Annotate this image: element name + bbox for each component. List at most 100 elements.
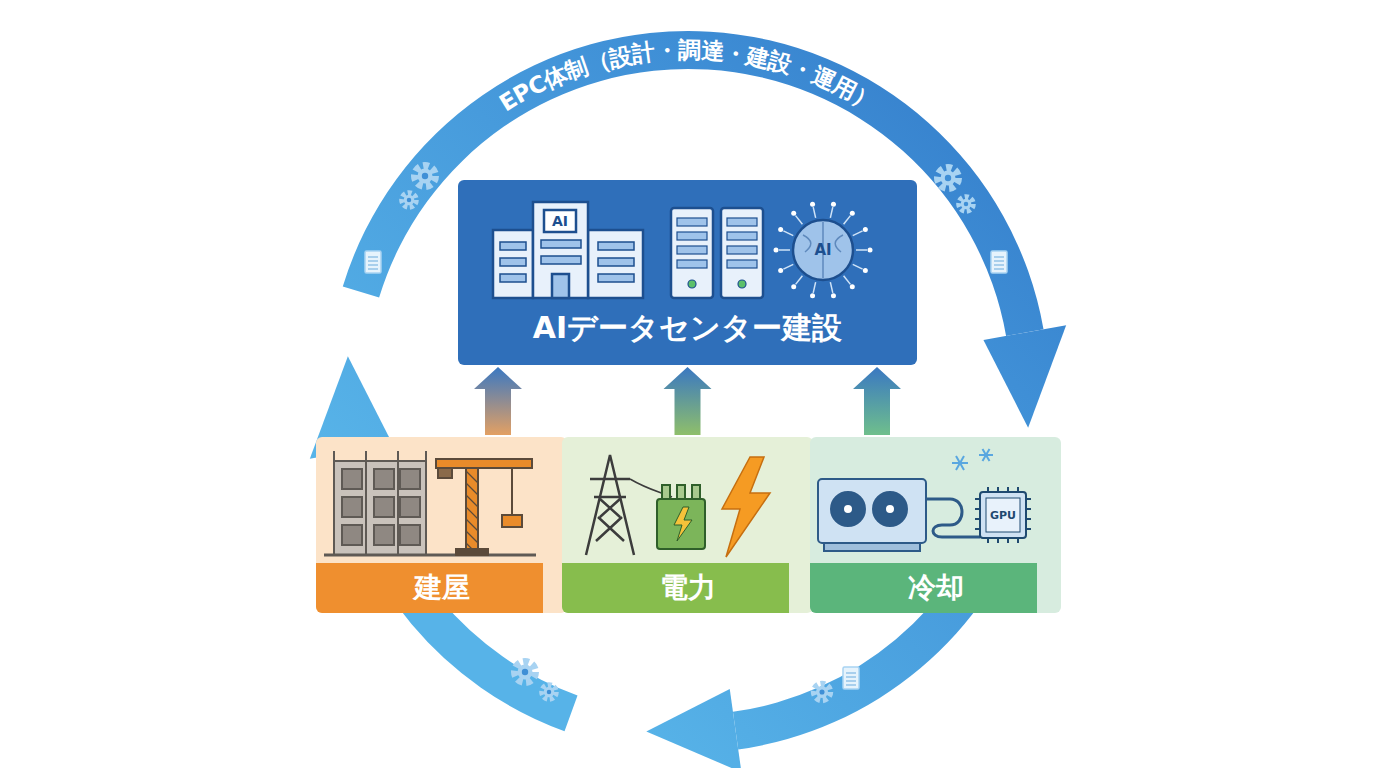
drawing-part xyxy=(964,202,968,206)
gear-icon xyxy=(515,662,535,682)
lightning-icon xyxy=(722,457,770,557)
drawing-part xyxy=(436,459,532,468)
gear-icon xyxy=(402,193,416,207)
drawing-part xyxy=(533,202,588,298)
drawing-part xyxy=(727,246,757,254)
drawing-part xyxy=(677,246,707,254)
drawing-part xyxy=(466,495,478,507)
drawing-part xyxy=(994,264,1004,265)
drawing-part xyxy=(983,449,990,461)
flow-arrow xyxy=(474,367,522,435)
component-box: 電力 xyxy=(562,437,813,613)
drawing-part xyxy=(956,456,964,470)
drawing-part xyxy=(941,171,956,186)
drawing-part xyxy=(853,264,863,269)
icon-label: AI xyxy=(814,243,831,258)
drawing-part xyxy=(502,515,522,527)
component-box: 冷却GPU xyxy=(810,437,1061,613)
drawing-part xyxy=(843,667,859,689)
drawing-part xyxy=(333,451,335,555)
drawing-part xyxy=(598,242,634,250)
drawing-part xyxy=(986,498,1020,532)
chiller-icon xyxy=(818,479,926,551)
node-title: 電力 xyxy=(562,563,813,613)
drawing-part xyxy=(778,227,783,232)
drawing-part xyxy=(342,525,362,545)
drawing-part xyxy=(324,554,536,557)
drawing-part xyxy=(500,242,526,250)
drawing-part xyxy=(500,258,526,266)
drawing-part xyxy=(853,231,863,236)
drawing-part xyxy=(791,284,796,289)
drawing-part xyxy=(456,549,488,555)
document-icon xyxy=(991,251,1007,273)
drawing-part xyxy=(368,268,378,269)
drawing-part xyxy=(824,543,920,551)
server-rack-icon xyxy=(671,208,713,298)
main-box: AIデータセンター建設 AI AI xyxy=(458,180,917,365)
drawing-part xyxy=(515,662,535,682)
drawing-part xyxy=(994,260,1004,261)
drawing-part xyxy=(598,258,634,266)
drawing-part xyxy=(466,507,478,519)
drawing-part xyxy=(796,216,803,225)
drawing-part xyxy=(400,469,420,489)
drawing-part xyxy=(334,461,426,555)
drawing-part xyxy=(586,455,634,555)
drawing-part xyxy=(598,274,634,282)
drawing-part xyxy=(803,222,843,278)
building-icon xyxy=(493,202,643,298)
drawing-part xyxy=(980,492,1026,538)
drawing-part xyxy=(404,195,415,206)
drawing-part xyxy=(466,471,478,483)
drawing-part xyxy=(945,175,951,181)
drawing-part xyxy=(813,282,815,293)
drawing-part xyxy=(783,231,793,236)
drawing-part xyxy=(844,276,851,285)
drawing-part xyxy=(657,499,705,549)
transformer-icon xyxy=(657,485,705,549)
drawing-part xyxy=(374,469,394,489)
snowflake-icon xyxy=(952,456,968,470)
drawing-part xyxy=(961,199,972,210)
drawing-part xyxy=(692,485,700,499)
drawing-part xyxy=(994,268,1004,269)
flow-arrow xyxy=(664,367,712,435)
drawing-part xyxy=(863,227,868,232)
drawing-part xyxy=(365,451,367,555)
drawing-part xyxy=(831,492,865,526)
drawing-part xyxy=(588,230,643,298)
drawing-part xyxy=(738,280,746,288)
drawing-part xyxy=(830,207,832,218)
drawing-part xyxy=(846,680,856,681)
drawing-part xyxy=(418,169,433,184)
drawing-part xyxy=(541,256,581,264)
drawing-part xyxy=(814,684,830,700)
drawing-part xyxy=(365,251,381,273)
drawing-part xyxy=(846,684,856,685)
drawing-part xyxy=(518,665,533,680)
drawing-part xyxy=(342,469,362,489)
cycle-label: EPC体制（設計・調達・建設・運用） xyxy=(495,37,882,116)
drawing-part xyxy=(856,249,867,251)
ring-arrowhead xyxy=(983,325,1066,427)
drawing-part xyxy=(831,293,836,298)
gear-icon xyxy=(938,168,958,188)
ai-brain-icon xyxy=(774,202,873,299)
drawing-part xyxy=(727,218,757,226)
drawing-part xyxy=(721,208,763,298)
drawing-part xyxy=(342,497,362,517)
icon-label: AI xyxy=(552,214,568,228)
drawing-part xyxy=(522,669,528,675)
cycle-label-path: EPC体制（設計・調達・建設・運用） xyxy=(495,37,882,116)
drawing-part xyxy=(727,232,757,240)
snowflake-icon xyxy=(979,449,993,461)
drawing-part xyxy=(688,280,696,288)
gear-icon xyxy=(959,197,973,211)
drawing-part xyxy=(466,483,478,495)
node-title: AIデータセンター建設 xyxy=(458,306,917,350)
drawing-part xyxy=(868,248,873,253)
server-rack-icon xyxy=(721,208,763,298)
drawing-part xyxy=(466,465,478,551)
